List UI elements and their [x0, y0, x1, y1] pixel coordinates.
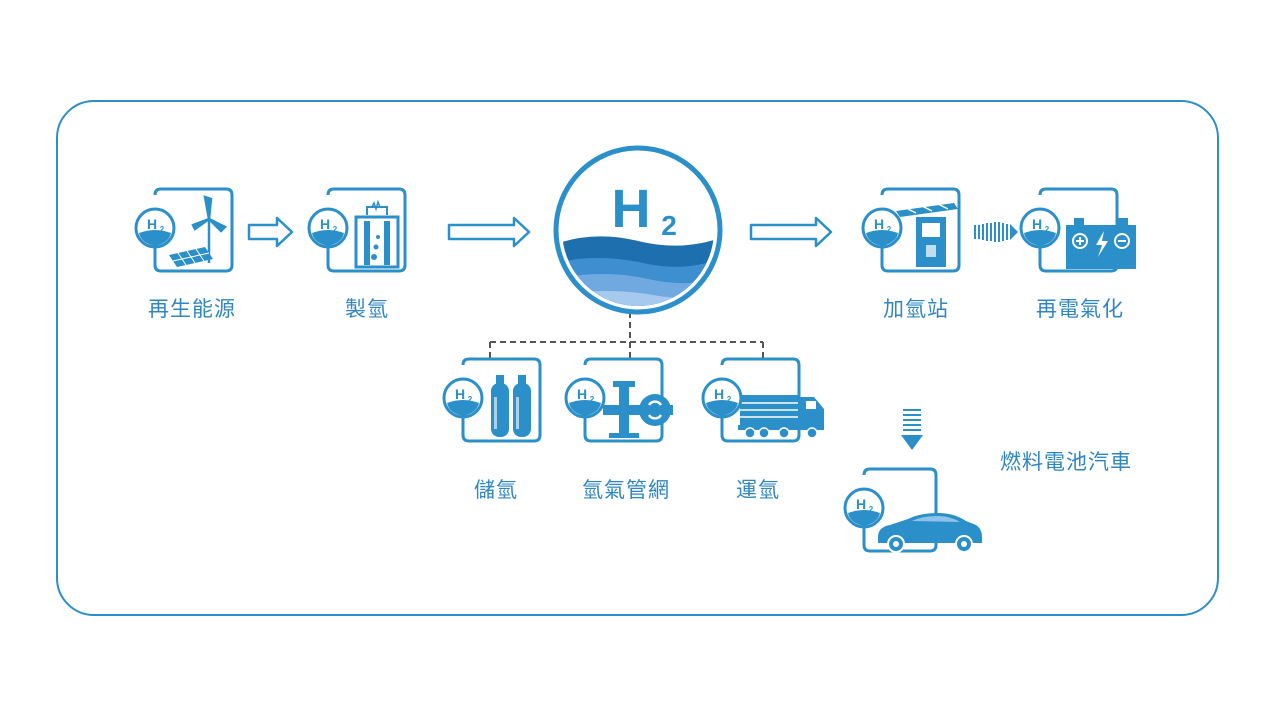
- hub-symbol: H: [612, 179, 651, 239]
- h2-badge-icon: H 2: [843, 487, 885, 529]
- solar-panel-icon: [169, 247, 213, 267]
- hydrogen-station-icon: H 2: [861, 187, 961, 273]
- label-storage: 儲氫: [474, 478, 518, 502]
- arrow-production-to-hub: [447, 216, 531, 248]
- hydrogen-hub: H 2: [553, 145, 723, 315]
- svg-text:2: 2: [333, 225, 338, 234]
- fuel-station-icon: [896, 202, 958, 267]
- label-reelectrify: 再電氣化: [1036, 297, 1124, 321]
- battery-icon: [1066, 218, 1136, 269]
- hydrogen-storage-icon: H 2: [442, 357, 542, 443]
- reelectrification-icon: H 2: [1019, 187, 1136, 273]
- h2-badge-icon: H 2: [307, 207, 349, 249]
- h2-badge-icon: H 2: [701, 377, 743, 419]
- arrow-renewable-to-production: [247, 216, 294, 248]
- gas-cylinders-icon: [491, 375, 531, 437]
- label-station: 加氫站: [883, 297, 949, 321]
- fuel-cell-vehicle-icon: H 2: [843, 467, 982, 553]
- tube-trailer-truck-icon: [738, 395, 824, 439]
- svg-text:2: 2: [160, 225, 165, 234]
- svg-text:2: 2: [727, 395, 732, 404]
- label-pipeline: 氫氣管網: [582, 478, 670, 502]
- svg-text:2: 2: [590, 395, 595, 404]
- hydrogen-pipeline-icon: H 2: [564, 357, 673, 443]
- svg-text:2: 2: [468, 395, 473, 404]
- svg-text:H: H: [874, 216, 884, 232]
- pipe-valve-icon: [603, 381, 673, 438]
- svg-text:H: H: [856, 496, 866, 512]
- diagram-frame: [56, 100, 1219, 616]
- car-icon: [878, 513, 982, 553]
- svg-text:2: 2: [1045, 225, 1050, 234]
- wind-turbine-icon: [191, 195, 228, 263]
- hydrogen-production-icon: H 2: [307, 187, 407, 273]
- h2-badge-icon: H 2: [564, 377, 606, 419]
- svg-text:2: 2: [869, 505, 874, 514]
- svg-text:H: H: [320, 216, 330, 232]
- h2-badge-icon: H 2: [134, 207, 176, 249]
- hydrogen-transport-icon: H 2: [701, 357, 824, 443]
- hub-subscript: 2: [661, 210, 677, 241]
- svg-text:H: H: [714, 386, 724, 402]
- electrolyzer-icon: [354, 199, 400, 269]
- h2-badge-icon: H 2: [1019, 207, 1061, 249]
- hub-branch-connector: [489, 312, 764, 360]
- label-fcv: 燃料電池汽車: [1000, 450, 1132, 474]
- arrow-station-to-reelectrify-icon: [974, 222, 1018, 242]
- label-transport: 運氫: [736, 478, 780, 502]
- renewable-energy-icon: H 2: [134, 187, 234, 273]
- label-production: 製氫: [345, 297, 389, 321]
- svg-text:H: H: [455, 386, 465, 402]
- h2-badge-icon: H 2: [861, 207, 903, 249]
- svg-text:H: H: [147, 216, 157, 232]
- arrow-down-to-fcv-icon: [901, 409, 923, 450]
- arrow-hub-to-station: [749, 216, 833, 248]
- svg-text:2: 2: [887, 225, 892, 234]
- h2-badge-icon: H 2: [442, 377, 484, 419]
- svg-text:H: H: [577, 386, 587, 402]
- svg-text:H: H: [1032, 216, 1042, 232]
- label-renewable: 再生能源: [148, 297, 236, 321]
